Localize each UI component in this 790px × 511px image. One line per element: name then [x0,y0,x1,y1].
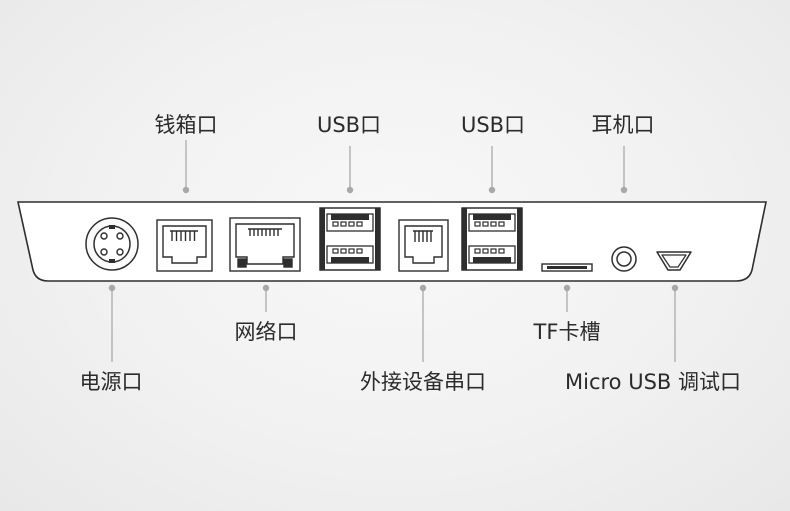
leader-dot-usb-1 [346,186,354,194]
leader-dot-usb-2 [488,186,496,194]
label-network-port: 网络口 [234,320,298,344]
leader-dot-earphone [620,186,628,194]
micro-usb-port-icon [656,251,692,271]
label-usb-port-2: USB口 [460,113,526,137]
label-micro-usb-debug-port: Micro USB 调试口 [565,370,741,394]
leader-lines [108,140,679,362]
leader-dot-tf [563,284,571,292]
network-port-icon [229,217,301,272]
usb-port-2-icon [461,207,523,271]
cash-drawer-port-icon [156,219,213,272]
usb-port-1-icon [319,207,381,271]
label-cash-drawer-port: 钱箱口 [154,113,218,137]
label-power-port: 电源口 [79,370,143,394]
tf-slot-icon [541,263,593,272]
leader-dot-micro-usb [671,284,679,292]
earphone-jack-icon [611,246,637,272]
label-earphone-port: 耳机口 [591,113,655,137]
leader-dot-network [262,284,270,292]
leader-dot-serial [419,284,427,292]
leader-dot-power [108,284,116,292]
leader-dot-cash-drawer [182,186,190,194]
power-port-icon [85,217,139,271]
label-tf-slot: TF卡槽 [533,320,601,344]
label-usb-port-1: USB口 [316,113,382,137]
label-serial-port: 外接设备串口 [360,370,486,394]
serial-port-icon [398,219,449,272]
